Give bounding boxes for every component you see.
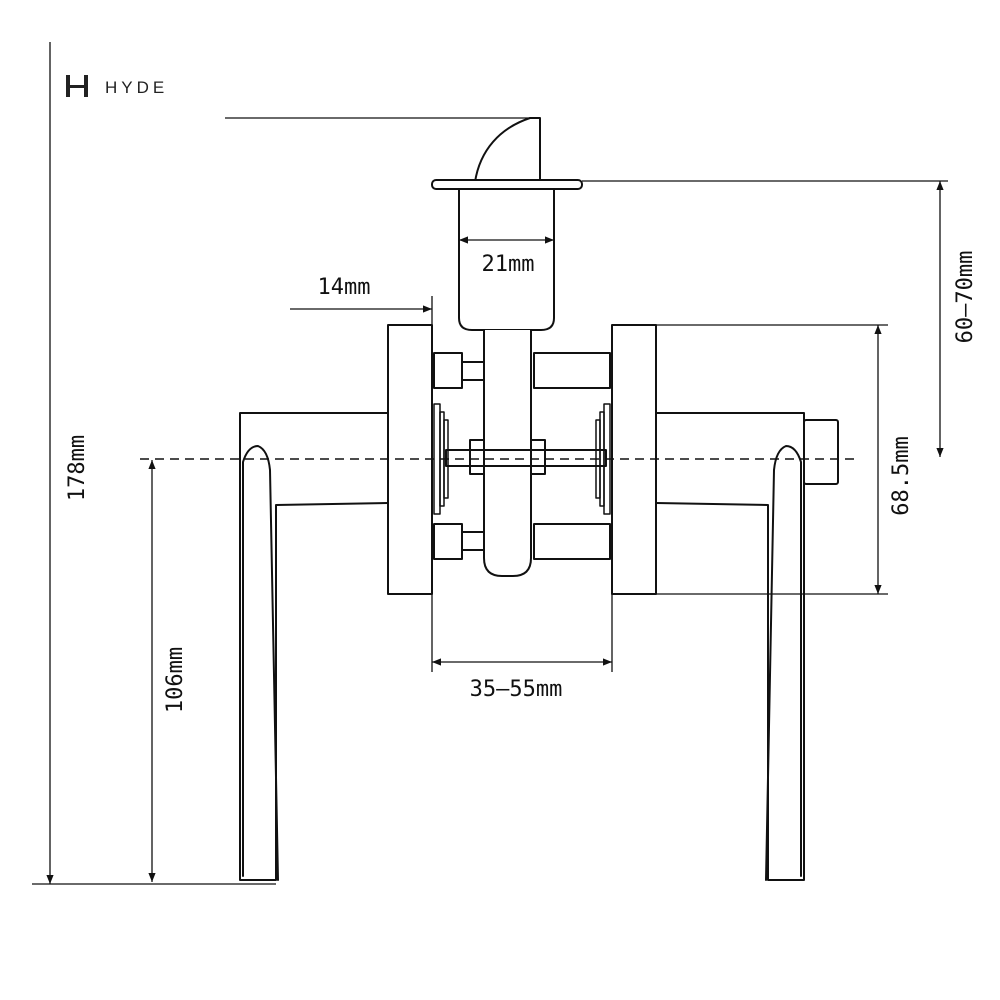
left-lever-handle — [239, 412, 389, 881]
grub-screw — [803, 419, 839, 485]
latch — [431, 117, 583, 331]
right-lever-handle — [655, 412, 805, 881]
brand-logo: HYDE — [66, 75, 168, 97]
total-height-label: 178mm — [65, 435, 90, 501]
latch-diameter-label: 21mm — [482, 252, 535, 277]
bolt-blocks — [433, 352, 611, 560]
latch-bolt — [474, 117, 541, 183]
handle-height-label: 106mm — [163, 647, 188, 713]
rose-height-label: 68.5mm — [889, 436, 914, 515]
spindle-housing — [483, 329, 532, 577]
latch-faceplate — [431, 179, 583, 190]
right-rose — [611, 324, 657, 595]
spindle — [445, 439, 607, 475]
rose-thickness-label: 14mm — [318, 275, 371, 300]
door-thickness-label: 35–55mm — [470, 677, 563, 702]
backset-label: 60–70mm — [953, 251, 978, 344]
hyde-logo-icon — [66, 75, 88, 97]
brand-name: HYDE — [105, 78, 168, 97]
